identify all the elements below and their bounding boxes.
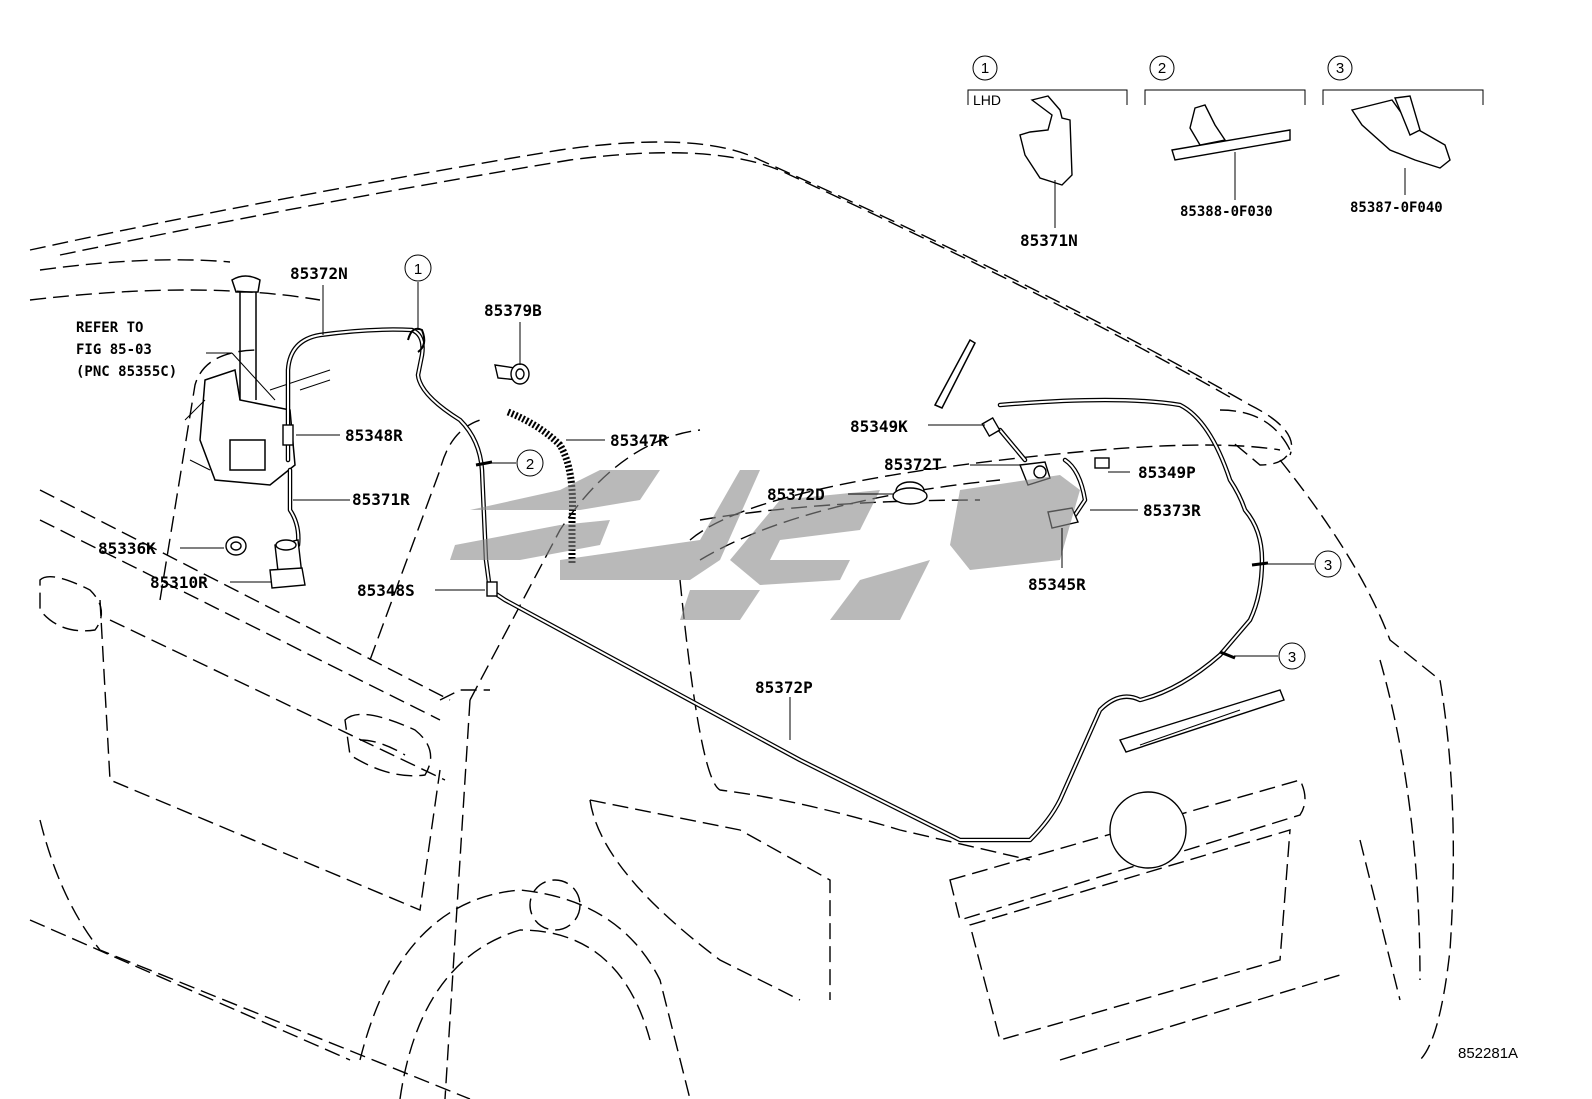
inset-2: 2 (1144, 55, 1306, 200)
part-label-85348S: 85348S (357, 581, 415, 600)
part-label-85347R: 85347R (610, 431, 668, 450)
part-label-85348R: 85348R (345, 426, 403, 445)
part-label-85387-0F040: 85387-0F040 (1350, 200, 1443, 216)
part-label-85372D: 85372D (767, 485, 825, 504)
part-label-85336K: 85336K (98, 539, 156, 558)
part-labels: 85372N 85379B 85348R 85347R 85371R 85336… (98, 200, 1443, 697)
callout-clip-1: 1 (414, 261, 422, 278)
vehicle-body-outline (29, 141, 1455, 1099)
part-label-85388-0F030: 85388-0F030 (1180, 204, 1273, 220)
callout-clip-3b: 3 (1288, 649, 1296, 666)
part-label-85372T: 85372T (884, 455, 942, 474)
part-label-85373R: 85373R (1143, 501, 1201, 520)
part-label-85345R: 85345R (1028, 575, 1086, 594)
callout-clip-2: 2 (526, 456, 534, 473)
reference-note: REFER TO FIG 85-03 (PNC 85355C) (76, 320, 177, 380)
inset-3: 3 (1322, 55, 1484, 195)
inset-3-number: 3 (1336, 60, 1344, 77)
rear-wiper (1109, 689, 1285, 869)
inset-2-number: 2 (1158, 60, 1166, 77)
refer-note-line-1: REFER TO (76, 320, 143, 336)
watermark-logo (450, 470, 1080, 620)
part-label-85310R: 85310R (150, 573, 208, 592)
callout-clip-3a: 3 (1324, 557, 1332, 574)
washer-hoses (285, 327, 1265, 843)
inset-lhd-label: LHD (973, 92, 1001, 108)
leader-lines (180, 282, 1314, 740)
refer-note-line-2: FIG 85-03 (76, 342, 152, 358)
part-label-85372N: 85372N (290, 264, 348, 283)
part-label-85371R: 85371R (352, 490, 410, 509)
washer-tank (184, 275, 331, 486)
figure-number: 852281A (1458, 1045, 1518, 1062)
part-label-85379B: 85379B (484, 301, 542, 320)
part-label-85349K: 85349K (850, 417, 908, 436)
part-label-85372P: 85372P (755, 678, 813, 697)
part-label-85349P: 85349P (1138, 463, 1196, 482)
clip-callouts: 1 2 3 3 (404, 254, 1342, 670)
inset-1-number: 1 (981, 60, 989, 77)
inset-1: 1 LHD (967, 55, 1128, 228)
refer-note-line-3: (PNC 85355C) (76, 364, 177, 380)
part-label-85371N: 85371N (1020, 231, 1078, 250)
